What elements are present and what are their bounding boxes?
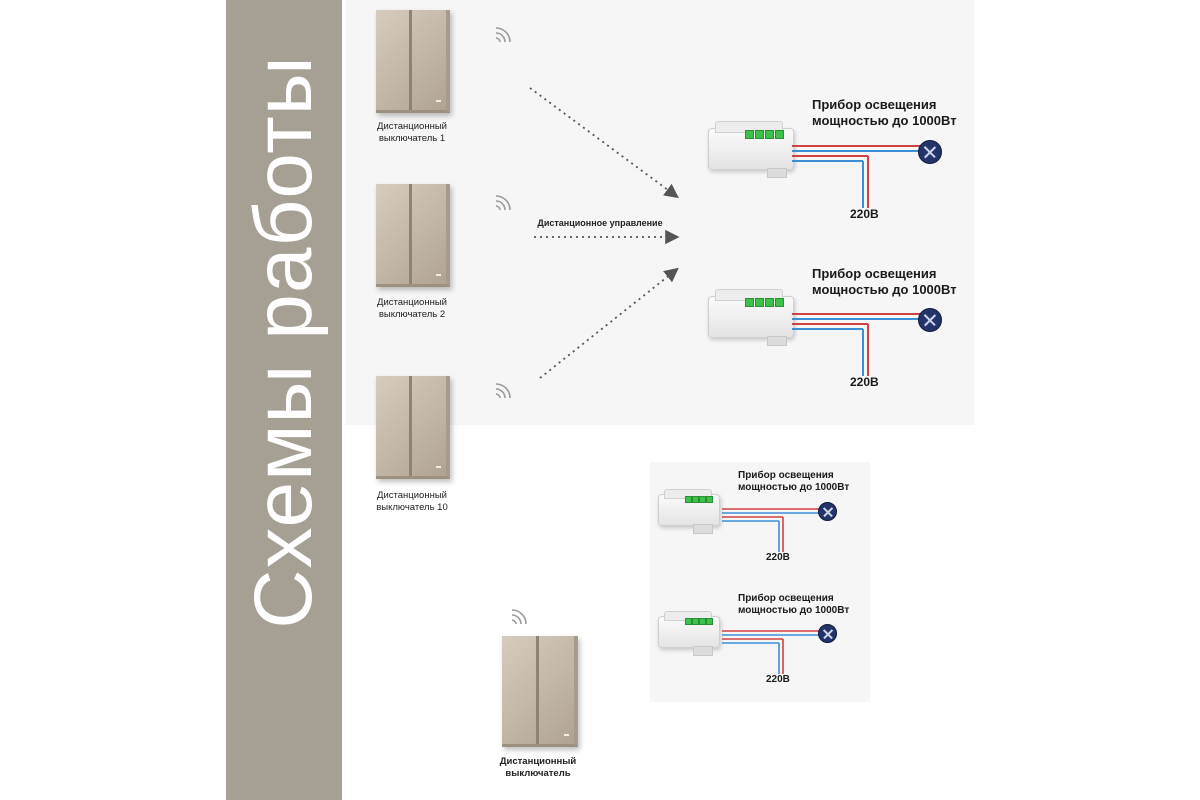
switch-10-label-line1: Дистанционный — [377, 490, 447, 501]
relay-mount — [767, 168, 787, 178]
wall-switch-1 — [376, 10, 450, 113]
switch-1-label: Дистанционный выключатель 1 — [352, 121, 472, 145]
switch-2-label: Дистанционный выключатель 2 — [352, 297, 472, 321]
switch-single-label-line1: Дистанционный — [499, 756, 577, 767]
load-3-title-line2: мощностью до 1000Вт — [738, 482, 850, 493]
terminal — [765, 130, 774, 139]
load-2-title-line1: Прибор освещения — [812, 266, 937, 281]
switch-indicator — [564, 734, 569, 736]
relay-module-1 — [708, 121, 794, 178]
wireless-signal-icon — [495, 383, 511, 399]
relay-module-4 — [658, 611, 720, 656]
lamp-icon — [918, 308, 942, 332]
switch-10-label-line2: выключатель 10 — [376, 502, 448, 513]
load-3-voltage: 220В — [766, 552, 790, 563]
relay-mount — [693, 524, 713, 534]
relay-module-2 — [708, 289, 794, 346]
wireless-signal-icon — [495, 27, 511, 43]
switch-seam — [409, 184, 412, 284]
switch-10-label: Дистанционный выключатель 10 — [352, 490, 472, 514]
switch-1-label-line2: выключатель 1 — [378, 133, 446, 144]
terminal — [775, 298, 784, 307]
signal-arrow-3 — [539, 267, 679, 379]
top-scheme-background — [346, 0, 974, 425]
load-4-title: Прибор освещения мощностью до 1000Вт — [738, 593, 849, 617]
load-4-title-line2: мощностью до 1000Вт — [738, 605, 850, 616]
wiring-3 — [722, 508, 820, 552]
terminal — [706, 496, 713, 503]
load-1-title: Прибор освещения мощностью до 1000Вт — [812, 97, 957, 128]
lamp-icon — [818, 624, 837, 643]
terminal — [745, 298, 754, 307]
terminal — [755, 130, 764, 139]
load-3-title: Прибор освещения мощностью до 1000Вт — [738, 470, 849, 494]
remote-control-label: Дистанционное управление — [537, 218, 663, 228]
lamp-icon — [818, 502, 837, 521]
wireless-signal-icon — [511, 609, 527, 625]
terminal — [765, 298, 774, 307]
lamp-icon — [918, 140, 942, 164]
wiring-2 — [792, 313, 920, 376]
load-1-voltage: 220В — [850, 207, 879, 221]
switch-single-label-line2: выключатель — [505, 768, 571, 779]
terminal — [755, 298, 764, 307]
relay-mount — [767, 336, 787, 346]
relay-module-3 — [658, 489, 720, 534]
load-2-voltage: 220В — [850, 375, 879, 389]
relay-mount — [693, 646, 713, 656]
terminal — [745, 130, 754, 139]
wall-switch-2 — [376, 184, 450, 287]
terminal — [775, 130, 784, 139]
load-3-title-line1: Прибор освещения — [738, 470, 834, 481]
wall-switch-single — [502, 636, 578, 747]
switch-seam — [409, 376, 412, 476]
load-1-title-line1: Прибор освещения — [812, 97, 937, 112]
switch-indicator — [436, 466, 441, 468]
wireless-signal-icon — [495, 195, 511, 211]
load-4-title-line1: Прибор освещения — [738, 593, 834, 604]
switch-2-label-line2: выключатель 2 — [378, 309, 446, 320]
load-4-voltage: 220В — [766, 674, 790, 685]
switch-indicator — [436, 274, 441, 276]
terminal — [692, 496, 699, 503]
switch-1-label-line1: Дистанционный — [377, 121, 447, 132]
terminal — [699, 618, 706, 625]
terminal — [706, 618, 713, 625]
switch-2-label-line1: Дистанционный — [377, 297, 447, 308]
terminal — [692, 618, 699, 625]
switch-single-label: Дистанционный выключатель — [478, 756, 598, 780]
terminal — [699, 496, 706, 503]
terminal — [685, 618, 692, 625]
terminal — [685, 496, 692, 503]
load-1-title-line2: мощностью до 1000Вт — [812, 112, 957, 128]
wiring-1 — [792, 145, 920, 208]
switch-indicator — [436, 100, 441, 102]
wall-switch-10 — [376, 376, 450, 479]
load-2-title: Прибор освещения мощностью до 1000Вт — [812, 266, 957, 297]
signal-arrow-1 — [529, 87, 679, 199]
switch-seam — [409, 10, 412, 110]
load-2-title-line2: мощностью до 1000Вт — [812, 281, 957, 297]
sidebar: Схемы работы — [226, 0, 342, 800]
wiring-4 — [722, 630, 820, 674]
switch-seam — [536, 636, 539, 744]
